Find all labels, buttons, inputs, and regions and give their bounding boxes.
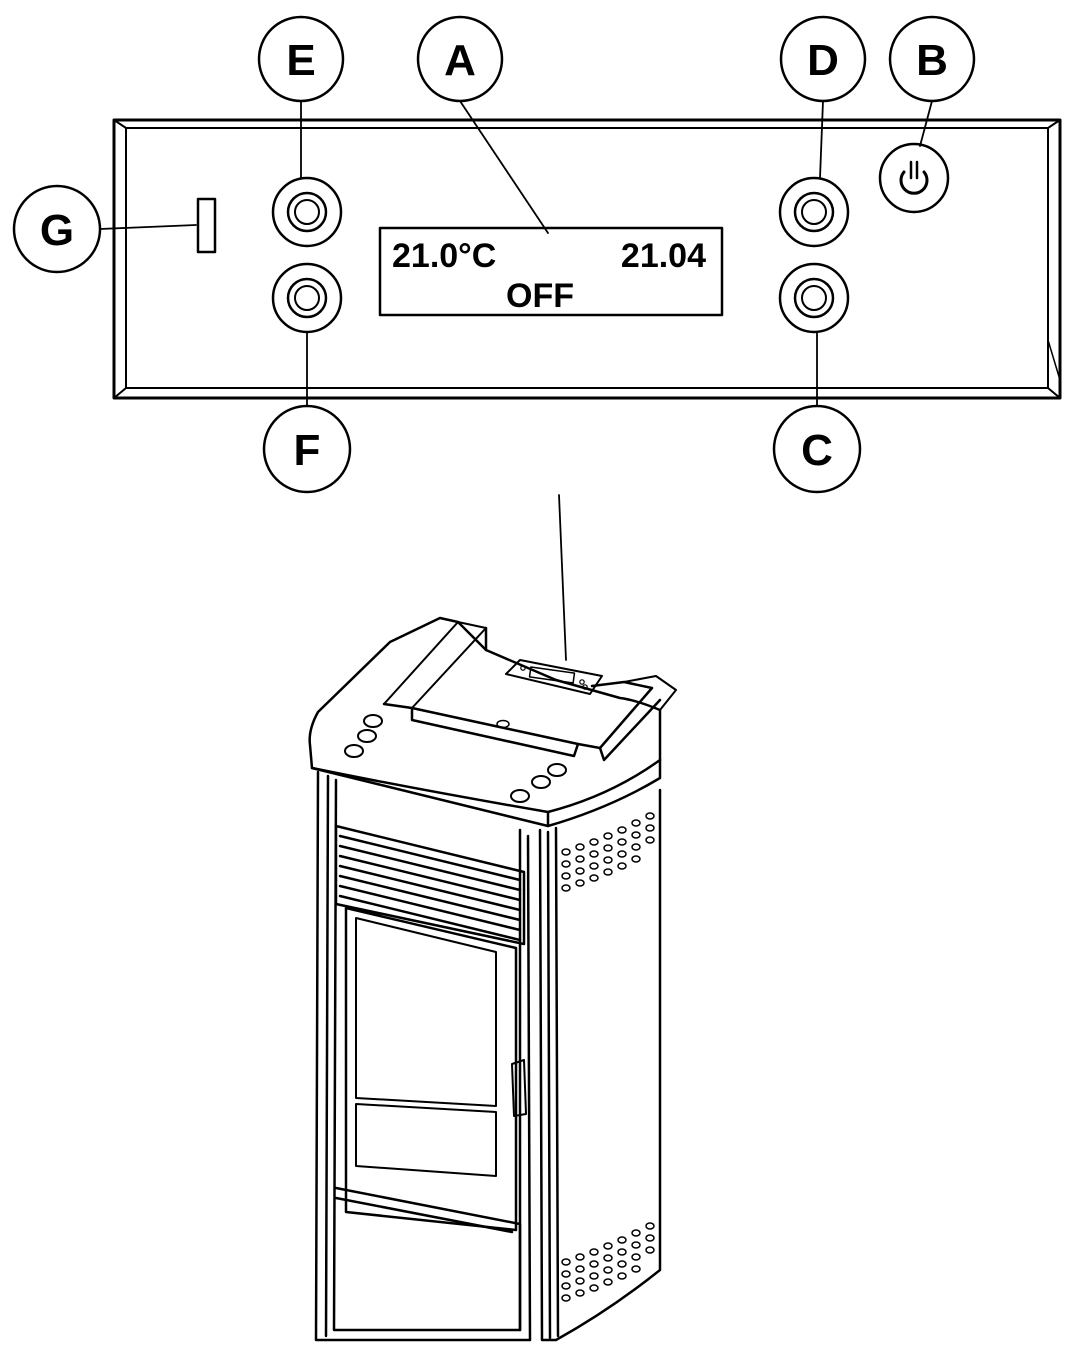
callout-f-label: F [294, 426, 321, 475]
usb-slot [196, 197, 217, 254]
lcd-status: OFF [506, 277, 574, 315]
lcd-time: 21.04 [621, 237, 706, 275]
lcd-temperature: 21.0°C [392, 237, 496, 275]
callout-e-label: E [286, 36, 315, 85]
power-icon [899, 160, 929, 195]
callout-f-circle [262, 404, 352, 494]
callout-d-circle [779, 15, 867, 103]
callout-c-label: C [801, 426, 833, 475]
button-c[interactable] [778, 262, 850, 334]
lcd-display [378, 226, 724, 317]
button-d[interactable] [778, 176, 850, 248]
callout-g-label: G [40, 206, 74, 255]
callout-d-label: D [807, 36, 839, 85]
callout-a-label: A [444, 36, 476, 85]
button-f[interactable] [271, 262, 343, 334]
callout-a-circle [416, 15, 504, 103]
control-panel [112, 118, 1062, 400]
callout-c-circle [772, 404, 862, 494]
callout-b-label: B [916, 36, 948, 85]
callout-e-circle [257, 15, 345, 103]
stove-illustration [308, 616, 677, 1342]
button-e[interactable] [271, 176, 343, 248]
callout-b-circle [888, 15, 976, 103]
callout-g-circle [12, 184, 102, 274]
power-button[interactable] [878, 142, 950, 214]
